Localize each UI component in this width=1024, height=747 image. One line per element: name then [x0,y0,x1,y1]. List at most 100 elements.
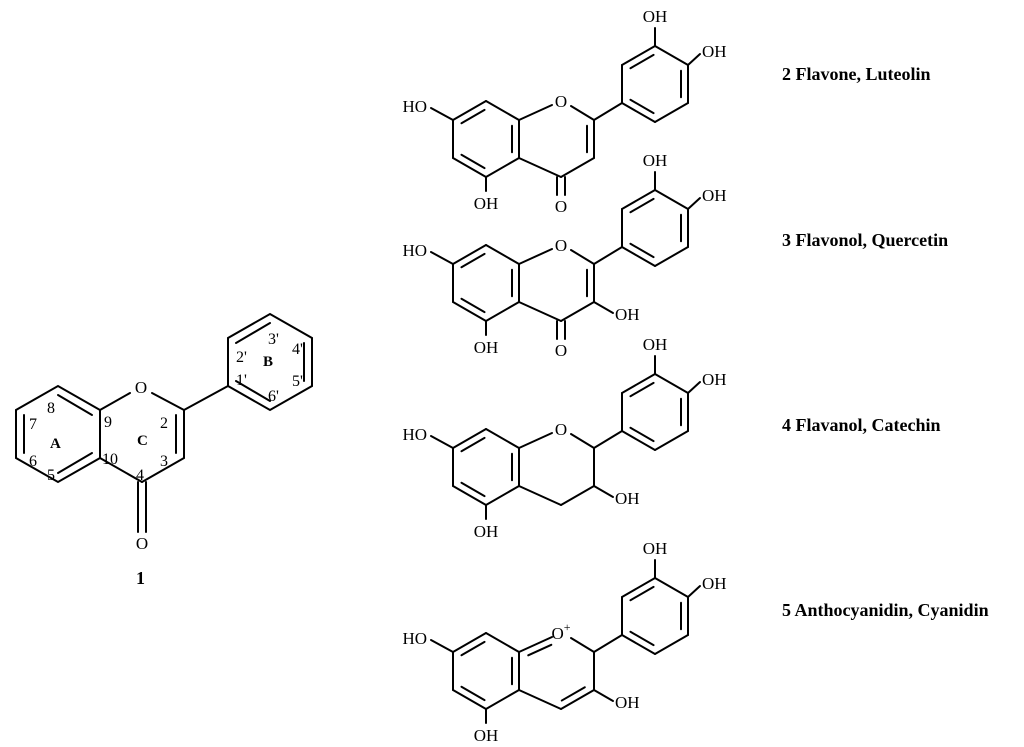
ring-c-bond [570,105,595,121]
ring-a-double-bond [460,108,486,125]
position-6prime-label: 6' [268,388,279,405]
ring-b-double-bond [629,98,655,115]
hydroxyl-bond [593,485,614,498]
ring-c-bond [560,485,595,506]
hydroxyl-bond [687,585,701,598]
hydroxyl-3prime-label: OH [643,7,668,26]
ring-a-double-bond [460,436,486,453]
compound-3-caption: 3 Flavonol, Quercetin [782,230,948,250]
compound-2-structure: O O HO OH OH OH 2 Flavone, Luteolin [402,7,930,216]
position-4prime-label: 4' [292,341,303,358]
position-5prime-label: 5' [292,373,303,390]
ring-a-double-bond [460,297,486,314]
position-3-label: 3 [160,453,168,470]
ring-b-bond [621,577,656,598]
b-ring-link-bond [183,385,229,411]
position-2-label: 2 [160,415,168,432]
ring-b-bond [654,45,689,66]
hydroxyl-bond [593,689,614,702]
hydroxyl-3prime-label: OH [643,335,668,354]
hydroxyl-bond [430,639,454,653]
ring-b-bond [621,246,656,267]
hydroxyl-bond [430,251,454,265]
carbonyl-oxygen-label: O [136,534,148,553]
hydroxyl-7-label: HO [402,425,427,444]
position-4-label: 4 [136,467,144,484]
position-5-label: 5 [47,467,55,484]
positive-charge: + [564,620,571,634]
compound-1-label: 1 [136,568,145,588]
hydroxyl-4prime-label: OH [702,574,727,593]
ring-b-bond [621,102,656,123]
ring-a-bond [452,428,487,449]
ring-b-double-bond [629,585,655,602]
position-9-label: 9 [104,414,112,431]
ring-c-bond [560,157,595,178]
ring-b-bond [621,430,656,451]
ring-c-bond [560,689,595,710]
compound-5-caption: 5 Anthocyanidin, Cyanidin [782,600,989,620]
b-ring-link-bond [593,430,623,449]
hydroxyl-7-label: HO [402,97,427,116]
hydroxyl-5-label: OH [474,522,499,541]
ring-b-bond [621,45,656,66]
ring-b-double-bond [629,381,655,398]
ring-b-double-bond [629,53,655,70]
ring-a-bond [452,100,487,121]
ring-b-bond [654,634,689,655]
hydroxyl-bond [593,301,614,314]
ring-b-label: B [263,354,273,370]
hydroxyl-bond [687,53,701,66]
ring-c-double-bond [560,686,586,702]
ring-a-bond [485,157,520,178]
ring-b-double-bond [629,242,655,259]
ring-b-bond [621,634,656,655]
carbonyl-oxygen-label: O [555,341,567,360]
hydroxyl-4prime-label: OH [702,186,727,205]
ring-b-bonds [227,312,313,412]
ring-c-bond [518,157,562,178]
ring-c-bond [141,457,185,483]
carbonyl-oxygen-label: O [555,197,567,216]
ring-b-bond [654,189,689,210]
ring-a-bond [452,157,487,178]
ring-b-bond [654,430,689,451]
hydroxyl-3-label: OH [615,305,640,324]
ring-oxygen-label: O [555,92,567,111]
ring-oxygen-label: O [555,420,567,439]
ring-c-bond [560,301,595,322]
position-7-label: 7 [29,416,37,433]
ring-a-bond [452,632,487,653]
ring-c-bond [518,689,562,710]
ring-b-double-bond [629,630,655,647]
ring-c-bond [518,432,553,449]
position-1prime-label: 1' [236,372,247,389]
ring-c-bond [99,392,131,411]
ring-a-bond [485,244,520,265]
hydroxyl-5-label: OH [474,726,499,745]
hydroxyl-5-label: OH [474,194,499,213]
ring-a-inner-bond [57,452,93,474]
hydroxyl-7-label: HO [402,629,427,648]
b-ring-link-bond [593,102,623,121]
compound-1-structure: O O 7 8 6 5 9 10 2 3 4 A C B 2' 1' 3' 4'… [15,312,313,588]
ring-c-bond [570,637,595,653]
hydroxyl-7-label: HO [402,241,427,260]
ring-a-bond [452,485,487,506]
ring-c-bond [518,248,553,265]
ring-c-label: C [137,433,148,449]
ring-c-bond [518,104,553,121]
ring-c-bond [570,249,595,265]
ring-a-bond [485,632,520,653]
ring-a-bond [485,485,520,506]
hydroxyl-bond [430,107,454,121]
ring-a-double-bond [460,685,486,702]
ring-c-bond [518,485,562,506]
compound-2-caption: 2 Flavone, Luteolin [782,64,931,84]
ring-a-bond [452,689,487,710]
ring-b-inner-bond [235,380,271,402]
